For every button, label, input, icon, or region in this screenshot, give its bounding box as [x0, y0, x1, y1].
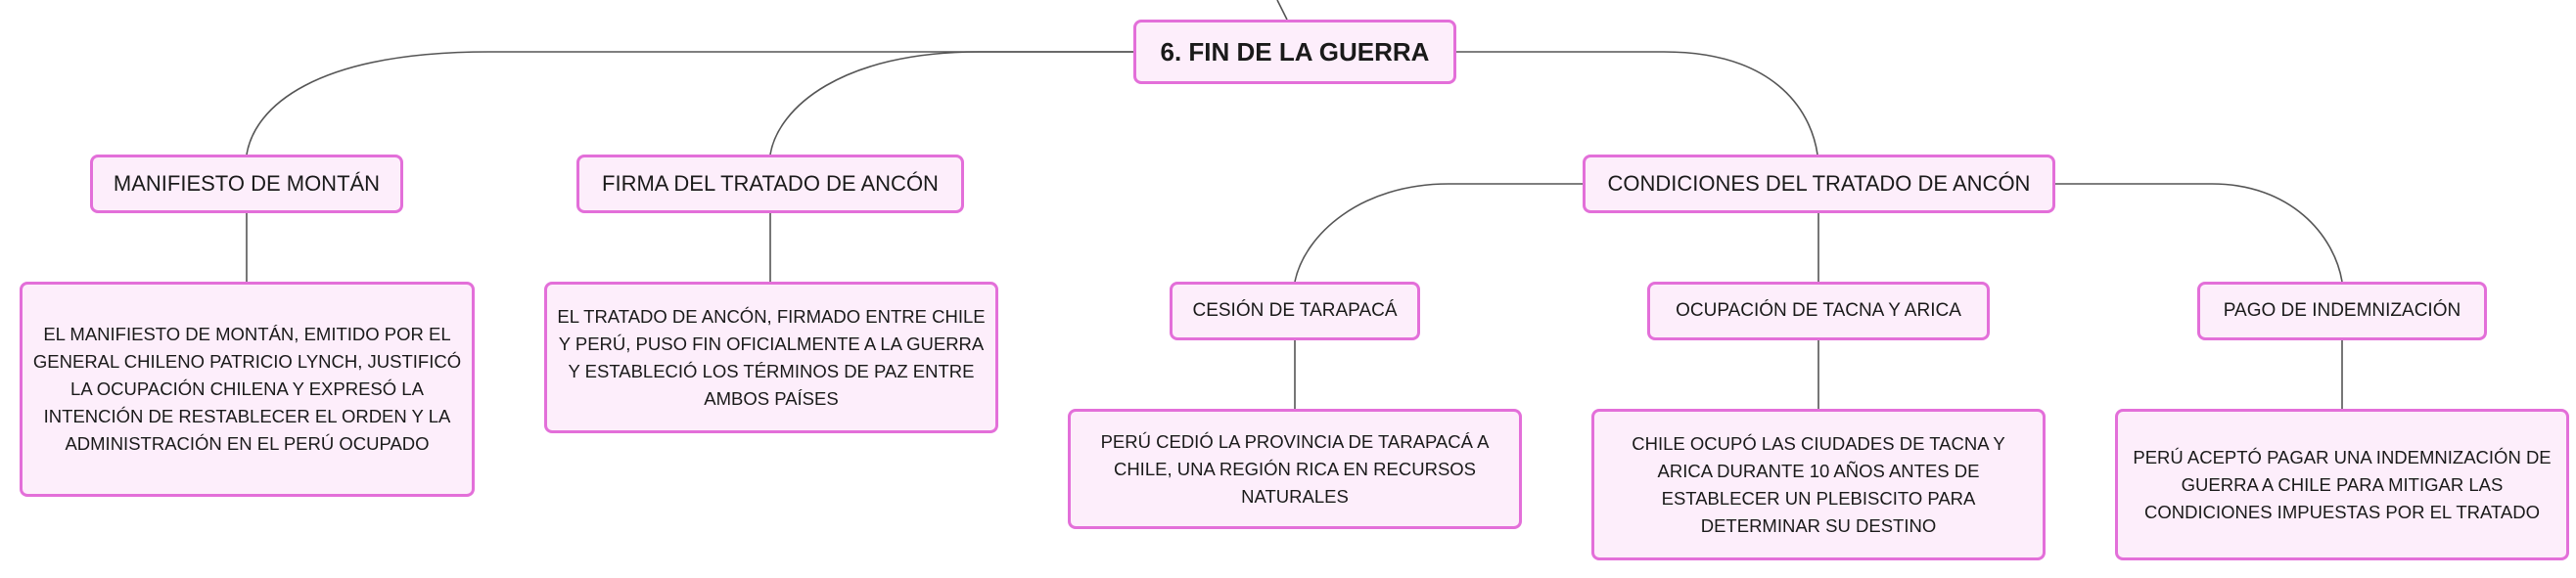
node-label: MANIFIESTO DE MONTÁN	[113, 171, 381, 196]
detail-text: EL MANIFIESTO DE MONTÁN, EMITIDO POR EL …	[32, 324, 462, 454]
node-label: CONDICIONES DEL TRATADO DE ANCÓN	[1607, 171, 2031, 196]
root-label: 6. FIN DE LA GUERRA	[1160, 36, 1430, 67]
connector-top	[1276, 0, 1288, 21]
detail-text: CHILE OCUPÓ LAS CIUDADES DE TACNA Y ARIC…	[1632, 432, 2005, 536]
detail-pago-de-indemnizacion[interactable]: PERÚ ACEPTÓ PAGAR UNA INDEMNIZACIÓN DE G…	[2115, 409, 2569, 560]
connector-root-firma	[769, 51, 1133, 156]
node-pago-de-indemnizacion[interactable]: PAGO DE INDEMNIZACIÓN	[2197, 282, 2487, 340]
detail-text: PERÚ ACEPTÓ PAGAR UNA INDEMNIZACIÓN DE G…	[2133, 446, 2552, 522]
connector-root-condiciones	[1456, 51, 1818, 156]
detail-firma-del-tratado[interactable]: EL TRATADO DE ANCÓN, FIRMADO ENTRE CHILE…	[544, 282, 998, 433]
node-ocupacion-de-tacna-y-arica[interactable]: OCUPACIÓN DE TACNA Y ARICA	[1647, 282, 1990, 340]
detail-cesion-de-tarapaca[interactable]: PERÚ CEDIÓ LA PROVINCIA DE TARAPACÁ A CH…	[1068, 409, 1522, 529]
detail-ocupacion-de-tacna-y-arica[interactable]: CHILE OCUPÓ LAS CIUDADES DE TACNA Y ARIC…	[1591, 409, 2046, 560]
detail-manifiesto-de-montan[interactable]: EL MANIFIESTO DE MONTÁN, EMITIDO POR EL …	[20, 282, 475, 497]
node-label: PAGO DE INDEMNIZACIÓN	[2223, 300, 2461, 321]
node-firma-del-tratado[interactable]: FIRMA DEL TRATADO DE ANCÓN	[576, 155, 964, 213]
node-label: FIRMA DEL TRATADO DE ANCÓN	[602, 171, 939, 196]
node-manifiesto-de-montan[interactable]: MANIFIESTO DE MONTÁN	[90, 155, 403, 213]
node-label: CESIÓN DE TARAPACÁ	[1192, 300, 1398, 321]
node-cesion-de-tarapaca[interactable]: CESIÓN DE TARAPACÁ	[1170, 282, 1420, 340]
root-node[interactable]: 6. FIN DE LA GUERRA	[1133, 20, 1456, 84]
connector-cond-pago	[2055, 183, 2343, 283]
detail-text: EL TRATADO DE ANCÓN, FIRMADO ENTRE CHILE…	[557, 305, 986, 409]
node-condiciones-del-tratado[interactable]: CONDICIONES DEL TRATADO DE ANCÓN	[1583, 155, 2055, 213]
detail-text: PERÚ CEDIÓ LA PROVINCIA DE TARAPACÁ A CH…	[1100, 430, 1490, 507]
node-label: OCUPACIÓN DE TACNA Y ARICA	[1676, 300, 1961, 321]
connector-root-montan	[246, 51, 1133, 156]
connector-cond-tarapaca	[1294, 183, 1583, 283]
